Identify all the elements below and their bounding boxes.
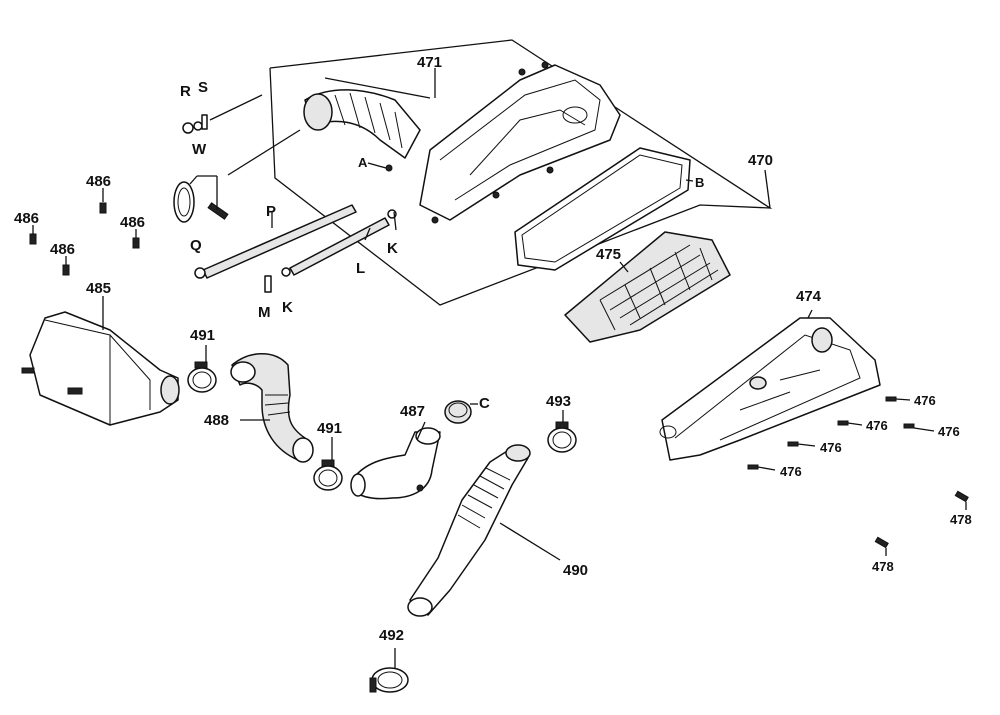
callout-490: 490 [563,562,588,579]
callout-493: 493 [546,393,571,410]
callout-p: P [266,203,276,220]
callout-475: 475 [596,246,621,263]
callout-486-b: 486 [14,210,39,227]
screws-476 [747,396,935,471]
callout-w: W [192,141,207,158]
callout-485: 485 [86,280,111,297]
clamp-w [173,129,301,223]
callout-476-b: 476 [866,418,888,433]
callout-492: 492 [379,627,404,644]
clamp-492 [369,648,409,693]
callout-491-a: 491 [190,327,215,344]
callout-486-c: 486 [120,214,145,231]
callout-476-e: 476 [780,464,802,479]
callout-487: 487 [400,403,425,420]
callout-491-b: 491 [317,420,342,437]
callout-476-c: 476 [938,424,960,439]
screws-478 [874,490,969,556]
assembly-outline-470 [269,39,773,306]
callout-488: 488 [204,412,229,429]
cap-c [444,400,478,424]
callout-486-a: 486 [86,173,111,190]
elbow-487 [350,421,441,500]
callout-c: C [479,395,490,412]
callout-r: R [180,83,191,100]
air-filter-475 [564,231,731,343]
screws-486 [29,188,140,276]
callout-476-a: 476 [914,393,936,408]
callout-478-b: 478 [872,559,894,574]
callout-l: L [356,260,365,277]
airbox-base [367,61,621,224]
callout-474: 474 [796,288,822,305]
intake-duct-471 [303,68,436,159]
callout-k-a: K [387,240,398,257]
airbox-cover-474 [659,309,881,461]
callout-478-a: 478 [950,512,972,527]
callout-470: 470 [748,152,773,169]
callout-b: B [695,175,704,190]
callout-m: M [258,304,271,321]
duct-490 [407,444,561,617]
hoses-p-l [194,204,397,293]
hardware-r-s [182,94,263,134]
callout-q: Q [190,237,202,254]
callout-476-d: 476 [820,440,842,455]
callout-s: S [198,79,208,96]
gasket-b [514,147,694,271]
clamps-491 [187,345,343,491]
callout-k-b: K [282,299,293,316]
resonator-485 [21,296,180,426]
callout-471: 471 [417,54,442,71]
hose-488 [230,353,314,463]
clamp-493 [547,410,577,453]
callout-486-d: 486 [50,241,75,258]
callout-a: A [358,155,368,170]
